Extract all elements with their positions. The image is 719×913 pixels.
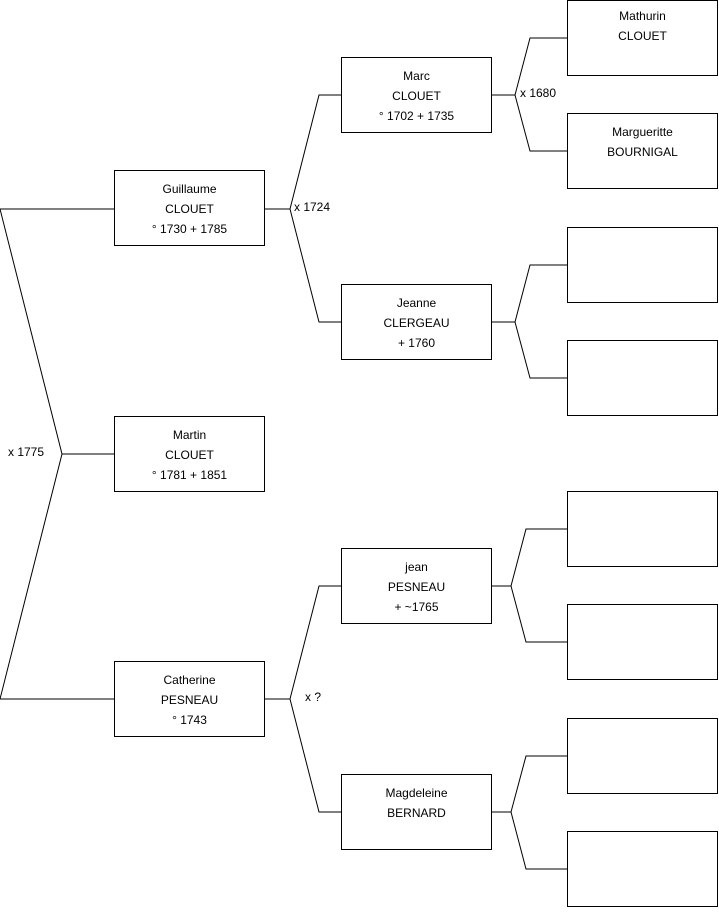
connector-jeanne-father (514, 264, 567, 323)
empty-ancestor-box[interactable] (567, 718, 718, 794)
marriage-label-marc-parents: x 1680 (520, 86, 557, 100)
first-name: Catherine (163, 673, 216, 687)
last-name: CLOUET (165, 448, 214, 462)
marriage-label-guillaume-parents: x 1724 (294, 200, 331, 214)
first-name: jean (405, 560, 428, 574)
life-dates: ° 1781 + 1851 (151, 468, 228, 482)
person-box-jean[interactable]: jean PESNEAU + ~1765 (341, 548, 492, 624)
life-dates: + 1760 (397, 336, 436, 350)
connector-jean-father (510, 528, 567, 587)
first-name: Guillaume (162, 182, 217, 196)
last-name: CLERGEAU (383, 316, 450, 330)
first-name: Martin (172, 428, 207, 442)
connector-martin-father (0, 208, 114, 455)
empty-ancestor-box[interactable] (567, 340, 718, 416)
marriage-label-catherine-parents: x ? (305, 690, 322, 704)
last-name: CLOUET (618, 29, 667, 43)
last-name: CLOUET (392, 89, 441, 103)
last-name: BOURNIGAL (607, 145, 678, 159)
empty-ancestor-box[interactable] (567, 604, 718, 680)
connector-catherine-mother (289, 698, 341, 813)
life-dates: + ~1765 (394, 600, 439, 614)
person-box-martin[interactable]: Martin CLOUET ° 1781 + 1851 (114, 416, 265, 492)
marriage-label-martin-parents: x 1775 (8, 445, 45, 459)
last-name: BERNARD (387, 806, 446, 820)
first-name: Marc (403, 69, 430, 83)
connector-marc-mother (514, 94, 567, 152)
person-box-guillaume[interactable]: Guillaume CLOUET ° 1730 + 1785 (114, 170, 265, 246)
empty-ancestor-box[interactable] (567, 227, 718, 303)
person-box-mathurin[interactable]: Mathurin CLOUET (567, 0, 718, 76)
connector-martin-mother (0, 453, 114, 700)
connector-magdeleine-father (510, 755, 567, 813)
last-name: CLOUET (165, 202, 214, 216)
connector-jean-mother (510, 585, 567, 643)
life-dates: ° 1702 + 1735 (378, 109, 455, 123)
person-box-jeanne[interactable]: Jeanne CLERGEAU + 1760 (341, 284, 492, 360)
connector-marc-father (514, 37, 567, 96)
connector-catherine-father (289, 585, 341, 700)
life-dates: ° 1730 + 1785 (151, 222, 228, 236)
first-name: Mathurin (619, 9, 666, 23)
life-dates: ° 1743 (172, 713, 207, 727)
connector-guillaume-father (289, 94, 341, 210)
person-box-margueritte[interactable]: Margueritte BOURNIGAL (567, 113, 718, 189)
connector-guillaume-mother (289, 208, 341, 323)
empty-ancestor-box[interactable] (567, 491, 718, 567)
empty-ancestor-box[interactable] (567, 831, 718, 907)
person-box-magdeleine[interactable]: Magdeleine BERNARD (341, 774, 492, 850)
person-box-marc[interactable]: Marc CLOUET ° 1702 + 1735 (341, 57, 492, 133)
person-box-catherine[interactable]: Catherine PESNEAU ° 1743 (114, 661, 265, 737)
first-name: Magdeleine (385, 786, 448, 800)
connector-magdeleine-mother (510, 811, 567, 870)
last-name: PESNEAU (160, 693, 219, 707)
first-name: Jeanne (396, 296, 437, 310)
connector-jeanne-mother (514, 321, 567, 379)
last-name: PESNEAU (387, 580, 446, 594)
first-name: Margueritte (612, 125, 673, 139)
